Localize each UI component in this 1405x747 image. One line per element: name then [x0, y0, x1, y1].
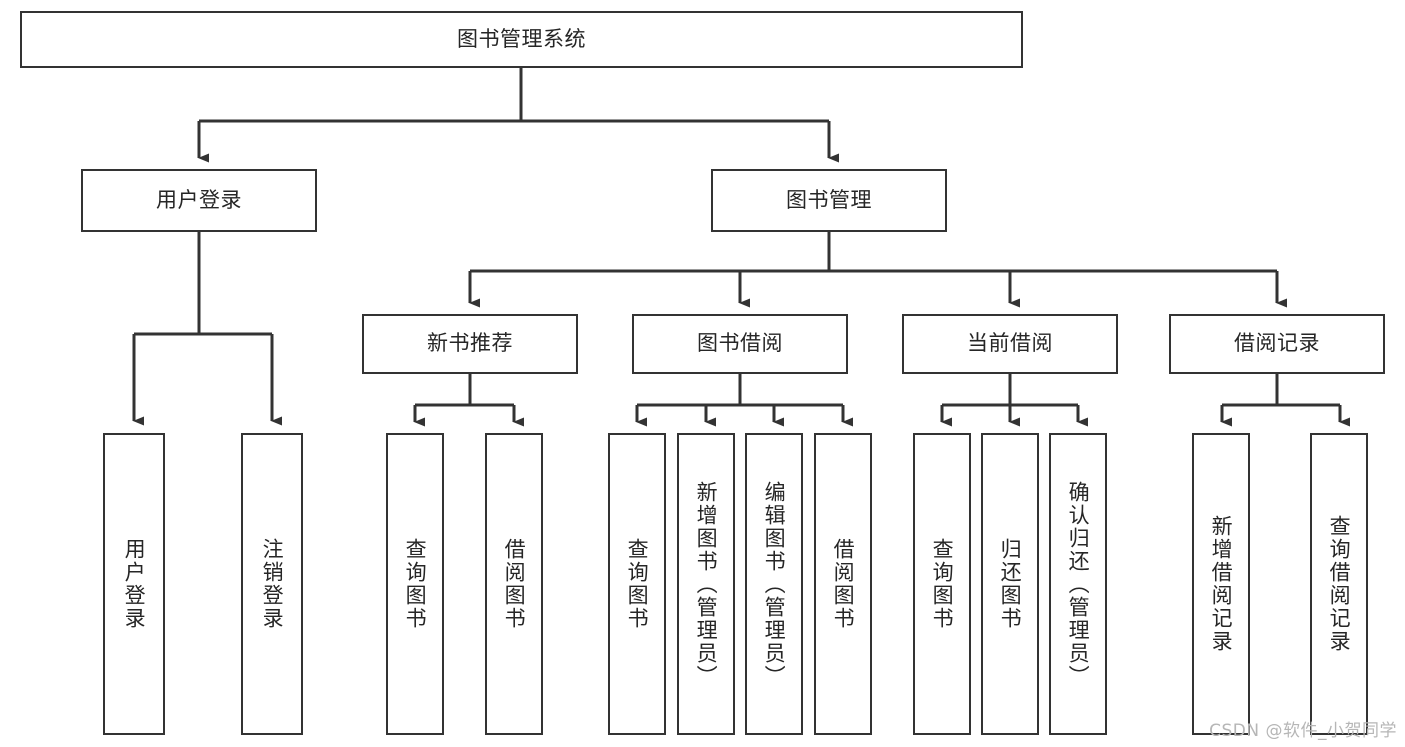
node-label: 查询图书: [930, 538, 955, 630]
node-label: 确认归还（管理员）: [1066, 480, 1091, 688]
node-borrow-record[interactable]: 借阅记录: [1169, 314, 1385, 374]
watermark: CSDN @软件_小贺同学: [1209, 721, 1397, 741]
node-label: 用户登录: [156, 187, 242, 212]
leaf-book-borrow-query[interactable]: 查询图书: [608, 433, 666, 735]
node-label: 图书管理: [786, 187, 872, 212]
leaf-new-book-borrow[interactable]: 借阅图书: [485, 433, 543, 735]
node-label: 编辑图书（管理员）: [762, 480, 787, 688]
leaf-borrow-record-add[interactable]: 新增借阅记录: [1192, 433, 1250, 735]
node-label: 用户登录: [122, 538, 147, 630]
leaf-borrow-record-query[interactable]: 查询借阅记录: [1310, 433, 1368, 735]
node-label: 借阅图书: [831, 538, 856, 630]
node-label: 归还图书: [998, 538, 1023, 630]
leaf-user-login-logout[interactable]: 注销登录: [241, 433, 303, 735]
node-user-login[interactable]: 用户登录: [81, 169, 317, 232]
leaf-new-book-query[interactable]: 查询图书: [386, 433, 444, 735]
node-label: 新增借阅记录: [1209, 515, 1234, 653]
leaf-book-borrow-borrow[interactable]: 借阅图书: [814, 433, 872, 735]
node-root-book-management-system[interactable]: 图书管理系统: [20, 11, 1023, 68]
node-label: 新增图书（管理员）: [694, 480, 719, 688]
node-label: 查询图书: [625, 538, 650, 630]
leaf-book-borrow-add[interactable]: 新增图书（管理员）: [677, 433, 735, 735]
node-label: 借阅记录: [1234, 331, 1320, 356]
node-label: 借阅图书: [502, 538, 527, 630]
node-new-book-recommend[interactable]: 新书推荐: [362, 314, 578, 374]
node-book-borrow[interactable]: 图书借阅: [632, 314, 848, 374]
node-label: 图书管理系统: [457, 26, 586, 51]
leaf-current-borrow-query[interactable]: 查询图书: [913, 433, 971, 735]
node-label: 当前借阅: [967, 331, 1053, 356]
node-label: 查询借阅记录: [1327, 515, 1352, 653]
leaf-current-borrow-return[interactable]: 归还图书: [981, 433, 1039, 735]
node-current-borrow[interactable]: 当前借阅: [902, 314, 1118, 374]
node-label: 图书借阅: [697, 331, 783, 356]
leaf-current-borrow-confirm-return[interactable]: 确认归还（管理员）: [1049, 433, 1107, 735]
node-label: 新书推荐: [427, 331, 513, 356]
node-label: 注销登录: [260, 538, 285, 630]
node-label: 查询图书: [403, 538, 428, 630]
leaf-user-login-login[interactable]: 用户登录: [103, 433, 165, 735]
node-book-management[interactable]: 图书管理: [711, 169, 947, 232]
leaf-book-borrow-edit[interactable]: 编辑图书（管理员）: [745, 433, 803, 735]
